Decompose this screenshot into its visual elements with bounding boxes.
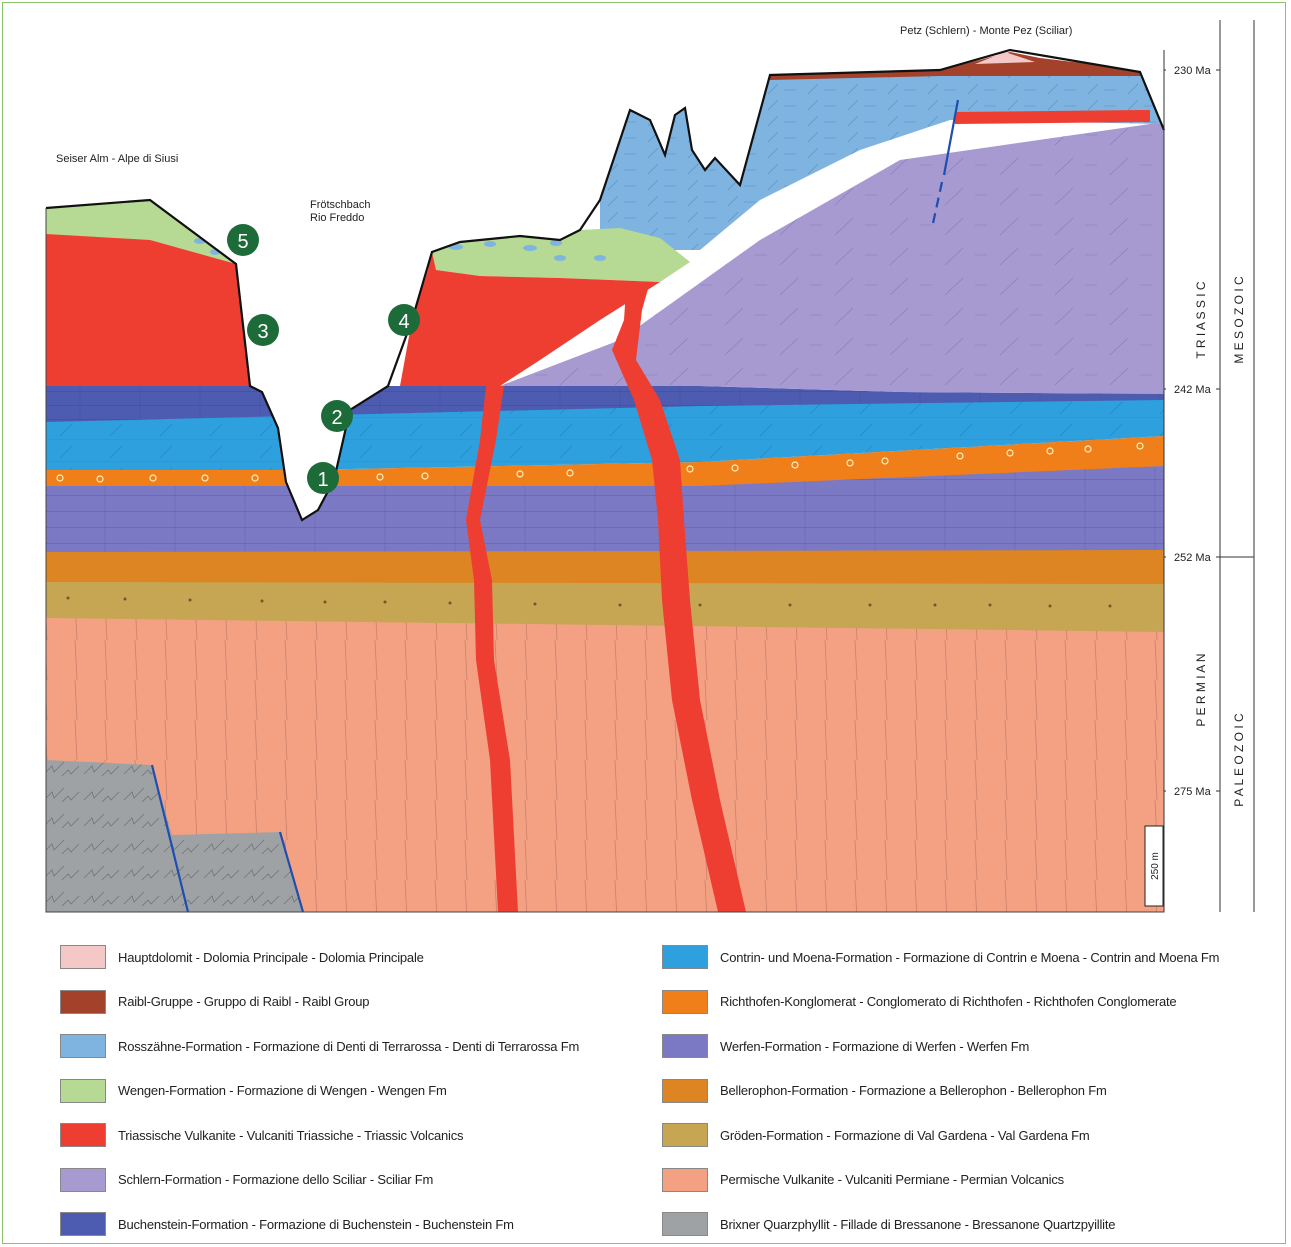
- svg-text:2: 2: [331, 407, 342, 429]
- hauptdolomit-layer: [975, 52, 1035, 64]
- volcanic-dyke-right: [612, 282, 746, 912]
- marker-5: 5: [227, 224, 259, 256]
- legend-label: Bellerophon-Formation - Formazione a Bel…: [720, 1083, 1107, 1098]
- age-label: 242 Ma: [1174, 384, 1212, 396]
- legend-swatch: [662, 1167, 708, 1192]
- legend-label: Werfen-Formation - Formazione di Werfen …: [720, 1038, 1030, 1054]
- period-label-permian: P E R M I A N: [1194, 653, 1208, 726]
- legend-item-wengen: Wengen-Formation - Formazione di Wengen …: [60, 1076, 447, 1106]
- svg-text:1: 1: [317, 469, 328, 491]
- legend-label: Raibl-Gruppe - Gruppo di Raibl - Raibl G…: [118, 994, 370, 1009]
- marker-4: 4: [388, 304, 420, 336]
- legend-item-bellerophon: Bellerophon-Formation - Formazione a Bel…: [662, 1076, 1107, 1106]
- era-label-paleozoic: P A L E O Z O I C: [1232, 713, 1246, 807]
- svg-text:4: 4: [398, 311, 409, 333]
- legend-swatch: [60, 1123, 106, 1147]
- bellerophon-layer: [46, 548, 1164, 584]
- era-label-mesozoic: M E S O Z O I C: [1232, 276, 1246, 364]
- age-label: 230 Ma: [1174, 65, 1212, 77]
- place-label-petz: Petz (Schlern) - Monte Pez (Sciliar): [900, 25, 1072, 37]
- scale-bar: [1144, 825, 1164, 907]
- period-label-triassic: T R I A S S I C: [1194, 281, 1208, 358]
- groden-layer: [46, 580, 1164, 632]
- legend-item-contrin: Contrin- und Moena-Formation - Formazion…: [662, 942, 1219, 972]
- geological-cross-section: Seiser Alm - Alpe di Siusi Frötschbach R…: [45, 20, 1255, 913]
- place-label-frotschbach: Frötschbach: [310, 199, 371, 211]
- triassic-volcanics-top: [955, 110, 1150, 124]
- legend-label: Hauptdolomit - Dolomia Principale - Dolo…: [118, 949, 424, 965]
- legend-swatch: [662, 1078, 708, 1103]
- legend-label: Permische Vulkanite - Vulcaniti Permiane…: [720, 1172, 1064, 1187]
- legend-swatch: [60, 989, 106, 1014]
- legend-label: Triassische Vulkanite - Vulcaniti Triass…: [118, 1127, 464, 1143]
- legend-swatch: [60, 1167, 106, 1192]
- age-label: 275 Ma: [1174, 786, 1212, 798]
- place-label-rio-freddo: Rio Freddo: [310, 212, 364, 224]
- legend-label: Rosszähne-Formation - Formazione di Dent…: [118, 1038, 580, 1054]
- topographic-profile: [45, 48, 1166, 522]
- svg-text:3: 3: [257, 321, 268, 343]
- marker-2: 2: [321, 400, 353, 432]
- place-label-seiser-alm: Seiser Alm - Alpe di Siusi: [56, 153, 178, 165]
- legend-swatch: [60, 1212, 106, 1236]
- legend-item-raibl: Raibl-Gruppe - Gruppo di Raibl - Raibl G…: [60, 987, 370, 1017]
- legend-item-quarzphyllit: Brixner Quarzphyllit - Fillade di Bressa…: [662, 1209, 1115, 1239]
- volcanic-dyke-left: [466, 386, 518, 912]
- legend-label: Contrin- und Moena-Formation - Formazion…: [720, 949, 1220, 965]
- legend-swatch: [60, 1078, 106, 1103]
- legend-item-werfen: Werfen-Formation - Formazione di Werfen …: [662, 1031, 1029, 1061]
- legend-swatch: [662, 989, 708, 1014]
- scale-label: 250 m: [1150, 852, 1161, 880]
- triassic-volcanics-left: [46, 234, 250, 386]
- fault-line-inferred: [930, 181, 944, 229]
- legend-item-buchenstein: Buchenstein-Formation - Formazione di Bu…: [60, 1209, 514, 1239]
- legend-swatch: [662, 945, 708, 969]
- legend-label: Buchenstein-Formation - Formazione di Bu…: [118, 1216, 514, 1232]
- legend-swatch: [662, 1123, 708, 1147]
- legend-item-rosszahne: Rosszähne-Formation - Formazione di Dent…: [60, 1031, 579, 1061]
- legend-swatch: [662, 1034, 708, 1058]
- legend-label: Brixner Quarzphyllit - Fillade di Bressa…: [720, 1216, 1116, 1232]
- legend-label: Richthofen-Konglomerat - Conglomerato di…: [720, 994, 1177, 1009]
- marker-1: 1: [307, 462, 339, 494]
- legend-swatch: [662, 1212, 708, 1236]
- legend-item-groden: Gröden-Formation - Formazione di Val Gar…: [662, 1120, 1090, 1150]
- fault-line: [278, 831, 305, 913]
- marker-3: 3: [247, 314, 279, 346]
- legend-item-richthofen: Richthofen-Konglomerat - Conglomerato di…: [662, 987, 1177, 1017]
- legend-item-volcanic_permian: Permische Vulkanite - Vulcaniti Permiane…: [662, 1165, 1064, 1195]
- wengen-left: [46, 200, 236, 264]
- legend-label: Wengen-Formation - Formazione di Wengen …: [118, 1083, 447, 1098]
- legend-label: Gröden-Formation - Formazione di Val Gar…: [720, 1127, 1090, 1143]
- triassic-volcanics-right: [400, 252, 660, 386]
- legend-item-hauptdolomit: Hauptdolomit - Dolomia Principale - Dolo…: [60, 942, 424, 972]
- legend-swatch: [60, 945, 106, 969]
- legend-swatch: [60, 1034, 106, 1058]
- svg-text:5: 5: [237, 231, 248, 253]
- fault-line: [150, 764, 190, 913]
- wengen-layer: [432, 228, 690, 282]
- legend-label: Schlern-Formation - Formazione dello Sci…: [118, 1172, 434, 1187]
- legend-item-schlern: Schlern-Formation - Formazione dello Sci…: [60, 1165, 433, 1195]
- age-label: 252 Ma: [1174, 552, 1212, 564]
- fault-line: [942, 99, 960, 176]
- legend-item-volcanic_triassic: Triassische Vulkanite - Vulcaniti Triass…: [60, 1120, 464, 1150]
